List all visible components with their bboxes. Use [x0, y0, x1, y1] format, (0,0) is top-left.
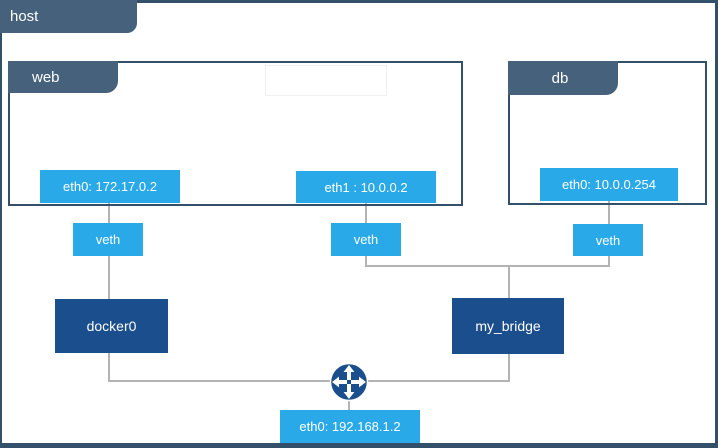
router-icon: [329, 362, 369, 402]
ghost-note-box: [265, 65, 387, 96]
bridge-docker0: docker0: [55, 299, 168, 353]
veth-box-3: veth: [573, 224, 643, 256]
container-db-label: db: [551, 69, 569, 87]
veth-box-2: veth: [331, 223, 401, 256]
connector-line: [348, 398, 350, 410]
connector-line: [108, 256, 110, 299]
connector-line: [508, 266, 510, 298]
connector-line: [365, 256, 367, 267]
container-web-label: web: [32, 68, 60, 86]
bridge-my-bridge: my_bridge: [452, 298, 564, 354]
container-web-tab: web: [8, 61, 118, 93]
connector-line: [608, 200, 610, 224]
interface-eth0-web: eth0: 172.17.0.2: [40, 170, 180, 203]
container-db-tab: db: [508, 61, 618, 95]
connector-line: [365, 203, 367, 223]
connector-line: [108, 380, 510, 382]
host-interface-eth0: eth0: 192.168.1.2: [280, 410, 420, 443]
host-tab: host: [0, 0, 137, 33]
connector-line: [365, 265, 610, 267]
interface-eth0-db: eth0: 10.0.0.254: [540, 168, 678, 201]
connector-line: [608, 256, 610, 267]
connector-line: [108, 353, 110, 382]
connector-line: [508, 354, 510, 382]
container-web-box: [8, 61, 463, 206]
host-label: host: [10, 8, 39, 25]
veth-box-1: veth: [73, 223, 143, 256]
connector-line: [108, 203, 110, 223]
interface-eth1-web: eth1 : 10.0.0.2: [296, 171, 436, 203]
